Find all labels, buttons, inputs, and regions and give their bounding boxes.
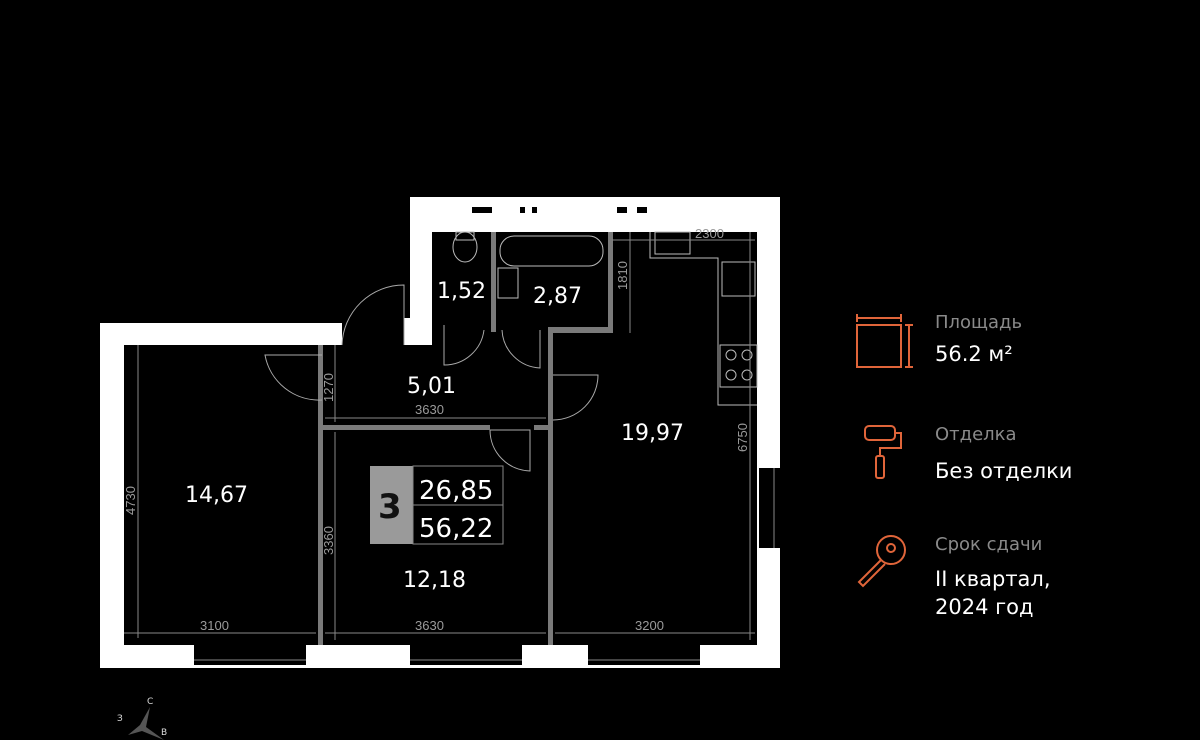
area-label: Площадь: [935, 312, 1023, 333]
fixtures: [452, 231, 758, 406]
apartment-badge: 3 26,85 56,22: [370, 465, 504, 545]
compass-star-icon: [128, 707, 164, 740]
dim-right-height: 6750: [735, 423, 750, 452]
compass-north: С: [147, 697, 154, 707]
room-area-bedroom-left: 14,67: [185, 483, 248, 508]
stove-icon: [719, 344, 758, 388]
dim-mid-width: 3630: [415, 618, 444, 633]
area-value: 56.2 м²: [935, 342, 1013, 366]
dim-mid-height: 3360: [321, 526, 336, 555]
compass-west: З: [117, 714, 123, 724]
delivery-value-line2: 2024 год: [935, 595, 1034, 619]
room-area-living: 19,97: [621, 421, 684, 446]
badge-total-area: 56,22: [419, 514, 493, 544]
dim-kitchen-width: 2300: [695, 226, 724, 241]
bathtub-icon: [499, 235, 604, 267]
dim-hall-width: 3630: [415, 402, 444, 417]
room-area-bedroom-mid: 12,18: [403, 568, 466, 593]
compass: С З В: [112, 695, 172, 740]
area-icon: [856, 314, 913, 368]
room-area-hall: 5,01: [407, 374, 456, 399]
finish-value: Без отделки: [935, 459, 1073, 483]
compass-east: В: [161, 728, 168, 738]
kitchen-sink-icon: [721, 261, 756, 297]
dim-left-height: 4730: [123, 486, 138, 515]
sink-icon: [497, 267, 519, 299]
doors: [264, 284, 599, 472]
windows: [194, 207, 780, 665]
delivery-label: Срок сдачи: [935, 534, 1043, 555]
dim-hall-height: 1270: [321, 373, 336, 402]
paint-roller-icon: [864, 425, 902, 479]
badge-living-area: 26,85: [419, 476, 493, 506]
toilet-icon: [452, 231, 478, 263]
dim-kitchen-depth: 1810: [615, 261, 630, 290]
dim-right-width: 3200: [635, 618, 664, 633]
dim-left-width: 3100: [200, 618, 229, 633]
finish-label: Отделка: [935, 424, 1017, 445]
delivery-value-line1: II квартал,: [935, 567, 1051, 591]
room-area-bathroom: 2,87: [533, 284, 582, 309]
room-area-toilet: 1,52: [437, 279, 486, 304]
badge-rooms: 3: [378, 487, 402, 527]
partitions: [318, 232, 613, 645]
dimension-lines: [124, 232, 755, 640]
kitchen-counter: [649, 232, 757, 406]
key-icon: [857, 535, 906, 588]
